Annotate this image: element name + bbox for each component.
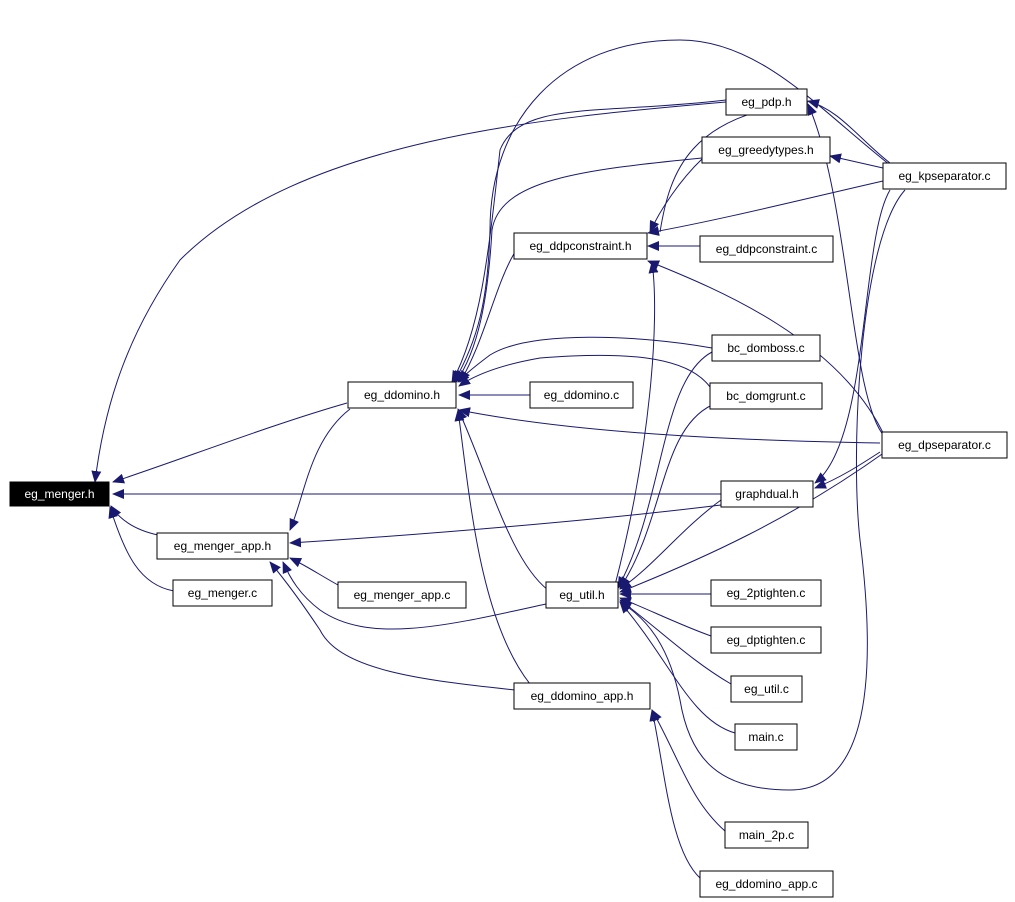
edge-eg-ddpconstraint-h-to-eg-ddomino-h xyxy=(459,251,516,383)
node-eg-kpseparator-c[interactable]: eg_kpseparator.c xyxy=(882,162,1007,190)
node-label: bc_domboss.c xyxy=(727,341,804,355)
node-eg-dptighten-c[interactable]: eg_dptighten.c xyxy=(710,626,822,654)
node-graphdual-h[interactable]: graphdual.h xyxy=(720,480,814,508)
node-label: eg_ddpconstraint.c xyxy=(716,242,817,256)
edge-eg-dpseparator-c-to-eg-ddomino-h xyxy=(458,407,881,444)
edge-eg-ddomino-h-to-eg-menger-h xyxy=(112,402,348,484)
node-label: eg_ddomino_app.c xyxy=(715,877,817,891)
edge-eg-pdp-h-to-eg-menger-h xyxy=(91,101,727,483)
node-label: eg_kpseparator.c xyxy=(898,169,990,183)
node-label: eg_ddpconstraint.h xyxy=(529,239,631,253)
edge-bc-domboss-c-to-eg-ddomino-h xyxy=(457,336,713,383)
node-label: eg_2ptighten.c xyxy=(727,586,806,600)
node-label: eg_util.h xyxy=(559,588,604,602)
edge-eg-menger-c-to-eg-menger-h xyxy=(108,506,175,592)
nodes: eg_menger.h eg_ddomino.h eg_menger_app.h… xyxy=(9,88,1008,898)
node-label: eg_greedytypes.h xyxy=(718,143,813,157)
node-eg-ddomino-h[interactable]: eg_ddomino.h xyxy=(347,381,457,409)
node-main-2p-c[interactable]: main_2p.c xyxy=(724,821,809,849)
node-label: bc_domgrunt.c xyxy=(726,389,805,403)
edge-eg-util-c-to-eg-util-h xyxy=(619,599,732,685)
edge-eg-dpseparator-c-to-eg-ddpconstraint-h xyxy=(647,260,886,438)
node-label: eg_dptighten.c xyxy=(727,633,806,647)
edge-bc-domgrunt-c-to-eg-ddomino-h xyxy=(458,354,711,388)
node-label: graphdual.h xyxy=(735,487,798,501)
node-label: eg_util.c xyxy=(744,682,789,696)
edge-eg-kpseparator-c-to-eg-util-h xyxy=(619,189,906,791)
node-eg-menger-h[interactable]: eg_menger.h xyxy=(9,481,110,507)
node-bc-domgrunt-c[interactable]: bc_domgrunt.c xyxy=(709,382,823,410)
edge-eg-pdp-h-to-eg-ddomino-h xyxy=(451,99,727,383)
node-eg-2ptighten-c[interactable]: eg_2ptighten.c xyxy=(710,579,822,607)
node-eg-ddpconstraint-c[interactable]: eg_ddpconstraint.c xyxy=(699,235,834,263)
node-eg-ddomino-app-c[interactable]: eg_ddomino_app.c xyxy=(699,870,834,898)
edge-eg-util-h-to-eg-menger-app-h xyxy=(282,561,547,630)
edge-eg-ddomino-h-to-eg-menger-app-h xyxy=(289,408,351,531)
edge-eg-ddomino-app-c-to-eg-ddomino-app-h xyxy=(649,709,701,879)
edge-eg-dptighten-c-to-eg-util-h xyxy=(619,597,712,637)
edge-graphdual-h-to-eg-util-h xyxy=(619,499,722,590)
node-label: eg_ddomino.h xyxy=(364,388,440,402)
edge-eg-dpseparator-c-to-graphdual-h xyxy=(814,451,881,489)
edge-bc-domgrunt-c-to-eg-util-h xyxy=(619,404,713,589)
node-bc-domboss-c[interactable]: bc_domboss.c xyxy=(711,334,821,362)
node-eg-greedytypes-h[interactable]: eg_greedytypes.h xyxy=(701,136,831,164)
edge-eg-util-h-to-eg-ddpconstraint-h xyxy=(614,261,659,586)
node-eg-pdp-h[interactable]: eg_pdp.h xyxy=(725,88,808,116)
edges xyxy=(91,39,906,879)
node-main-c[interactable]: main.c xyxy=(734,723,798,751)
edge-eg-ddomino-app-h-to-eg-menger-app-h xyxy=(269,561,516,691)
node-label: eg_dpseparator.c xyxy=(898,438,991,452)
node-label: eg_pdp.h xyxy=(741,95,791,109)
edge-eg-kpseparator-c-to-eg-ddpconstraint-h xyxy=(647,180,884,236)
edge-eg-kpseparator-c-to-graphdual-h xyxy=(814,189,891,484)
node-eg-util-h[interactable]: eg_util.h xyxy=(545,581,619,609)
edge-eg-ddomino-app-h-to-eg-ddomino-h xyxy=(454,409,531,685)
edge-bc-domboss-c-to-eg-util-h xyxy=(617,351,713,589)
node-eg-dpseparator-c[interactable]: eg_dpseparator.c xyxy=(881,431,1008,459)
node-eg-ddomino-c[interactable]: eg_ddomino.c xyxy=(529,381,634,409)
node-label: main_2p.c xyxy=(739,828,794,842)
edge-eg-greedytypes-h-to-eg-ddomino-h xyxy=(455,157,703,383)
edge-eg-util-h-to-eg-ddomino-h xyxy=(457,408,549,591)
node-eg-ddomino-app-h[interactable]: eg_ddomino_app.h xyxy=(513,682,651,710)
edge-graphdual-h-to-eg-menger-app-h xyxy=(289,504,722,548)
node-label: eg_ddomino.c xyxy=(544,388,619,402)
node-eg-util-c[interactable]: eg_util.c xyxy=(730,675,803,703)
node-eg-ddpconstraint-h[interactable]: eg_ddpconstraint.h xyxy=(513,232,648,260)
node-eg-menger-app-c[interactable]: eg_menger_app.c xyxy=(337,581,467,609)
edge-eg-kpseparator-c-to-eg-greedytypes-h xyxy=(829,153,884,169)
edge-eg-greedytypes-h-to-eg-ddpconstraint-h xyxy=(649,158,703,233)
edge-eg-dpseparator-c-to-eg-util-h xyxy=(619,451,886,593)
node-label: main.c xyxy=(748,730,783,744)
node-eg-menger-app-h[interactable]: eg_menger_app.h xyxy=(156,532,289,560)
node-label: eg_menger.c xyxy=(188,586,257,600)
edge-main-2p-c-to-eg-ddomino-app-h xyxy=(651,709,726,832)
edge-eg-kpseparator-c-to-eg-pdp-h xyxy=(807,99,891,164)
edge-eg-ddpconstraint-h-to-eg-pdp-h xyxy=(659,98,809,233)
node-eg-menger-c[interactable]: eg_menger.c xyxy=(172,579,273,607)
edge-eg-menger-app-c-to-eg-menger-app-h xyxy=(289,557,339,586)
edge-eg-kpseparator-c-to-eg-ddomino-h xyxy=(453,39,891,383)
edge-main-c-to-eg-util-h xyxy=(619,601,736,734)
node-label: eg_menger_app.h xyxy=(174,539,271,553)
node-label: eg_menger_app.c xyxy=(354,588,451,602)
node-label: eg_ddomino_app.h xyxy=(531,689,634,703)
node-label: eg_menger.h xyxy=(24,487,94,501)
